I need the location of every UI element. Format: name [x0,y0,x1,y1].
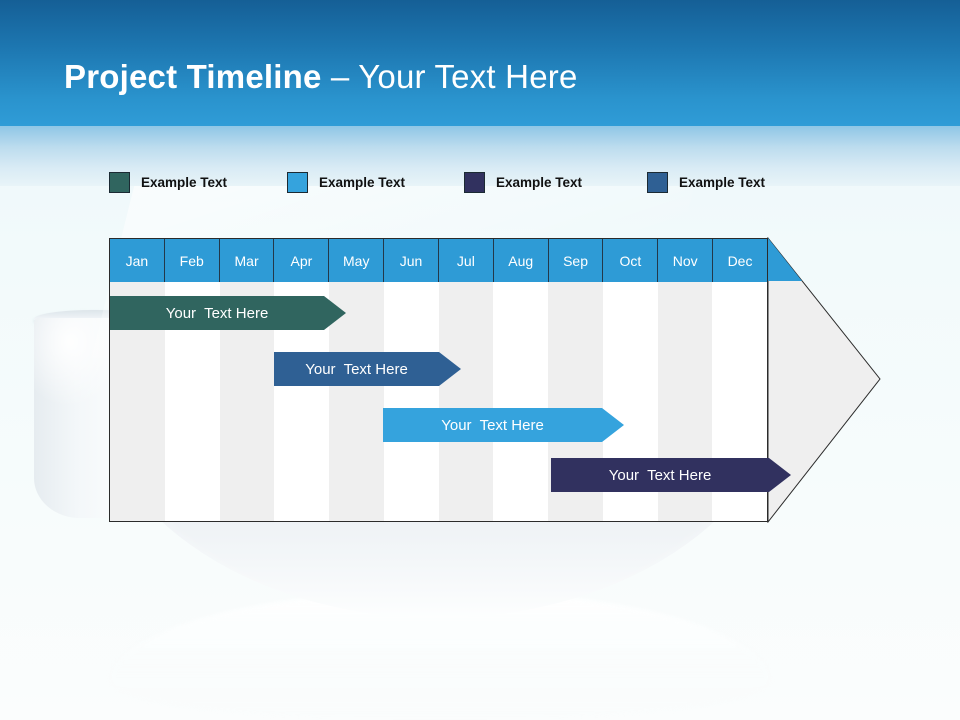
task-bar-label-3: Your Text Here [441,416,544,434]
legend-label-4: Example Text [679,174,766,190]
task-bar-label-2: Your Text Here [305,360,408,378]
month-header-dec[interactable]: Dec [713,239,767,282]
timeline-column-may [329,282,384,521]
legend-label-2: Example Text [319,174,406,190]
legend-item-1[interactable]: Example Text [109,170,227,194]
legend: Example Text Example Text Example Text E… [109,170,809,194]
legend-item-4[interactable]: Example Text [647,170,765,194]
month-header-jan[interactable]: Jan [110,239,165,282]
month-header-jun[interactable]: Jun [384,239,439,282]
month-header-oct[interactable]: Oct [603,239,659,282]
legend-item-3[interactable]: Example Text [464,170,582,194]
title-light-part: Your Text Here [358,58,578,95]
timeline-arrowhead [767,237,881,523]
task-bar-label-1: Your Text Here [165,304,269,322]
month-header-aug[interactable]: Aug [493,239,549,282]
task-bar-4[interactable]: Your Text Here [551,458,791,492]
month-header-sep[interactable]: Sep [548,239,604,282]
legend-item-2[interactable]: Example Text [287,170,405,194]
timeline-column-jul [438,282,494,521]
month-header-nov[interactable]: Nov [658,239,714,282]
timeline-column-jun [383,282,439,521]
task-bar-1[interactable]: Your Text Here [110,296,346,330]
legend-swatch-icon-1 [109,171,130,193]
title-separator: – [321,58,359,95]
month-header-jul[interactable]: Jul [438,239,494,282]
task-bar-2[interactable]: Your Text Here [274,352,461,386]
page-title: Project Timeline – Your Text Here [64,58,578,96]
month-header-apr[interactable]: Apr [274,239,330,282]
legend-label-1: Example Text [141,174,228,190]
task-bar-3[interactable]: Your Text Here [383,408,624,442]
header-band [0,0,960,126]
legend-swatch-icon-3 [464,171,485,193]
month-header-may[interactable]: May [329,239,385,282]
title-bold-part: Project Timeline [64,58,322,95]
timeline-column-aug [493,282,548,521]
month-header-feb[interactable]: Feb [164,239,220,282]
legend-label-3: Example Text [496,174,583,190]
task-bar-label-4: Your Text Here [608,466,712,484]
legend-swatch-icon-2 [287,171,308,193]
legend-swatch-icon-4 [647,171,668,193]
month-header-mar[interactable]: Mar [219,239,275,282]
